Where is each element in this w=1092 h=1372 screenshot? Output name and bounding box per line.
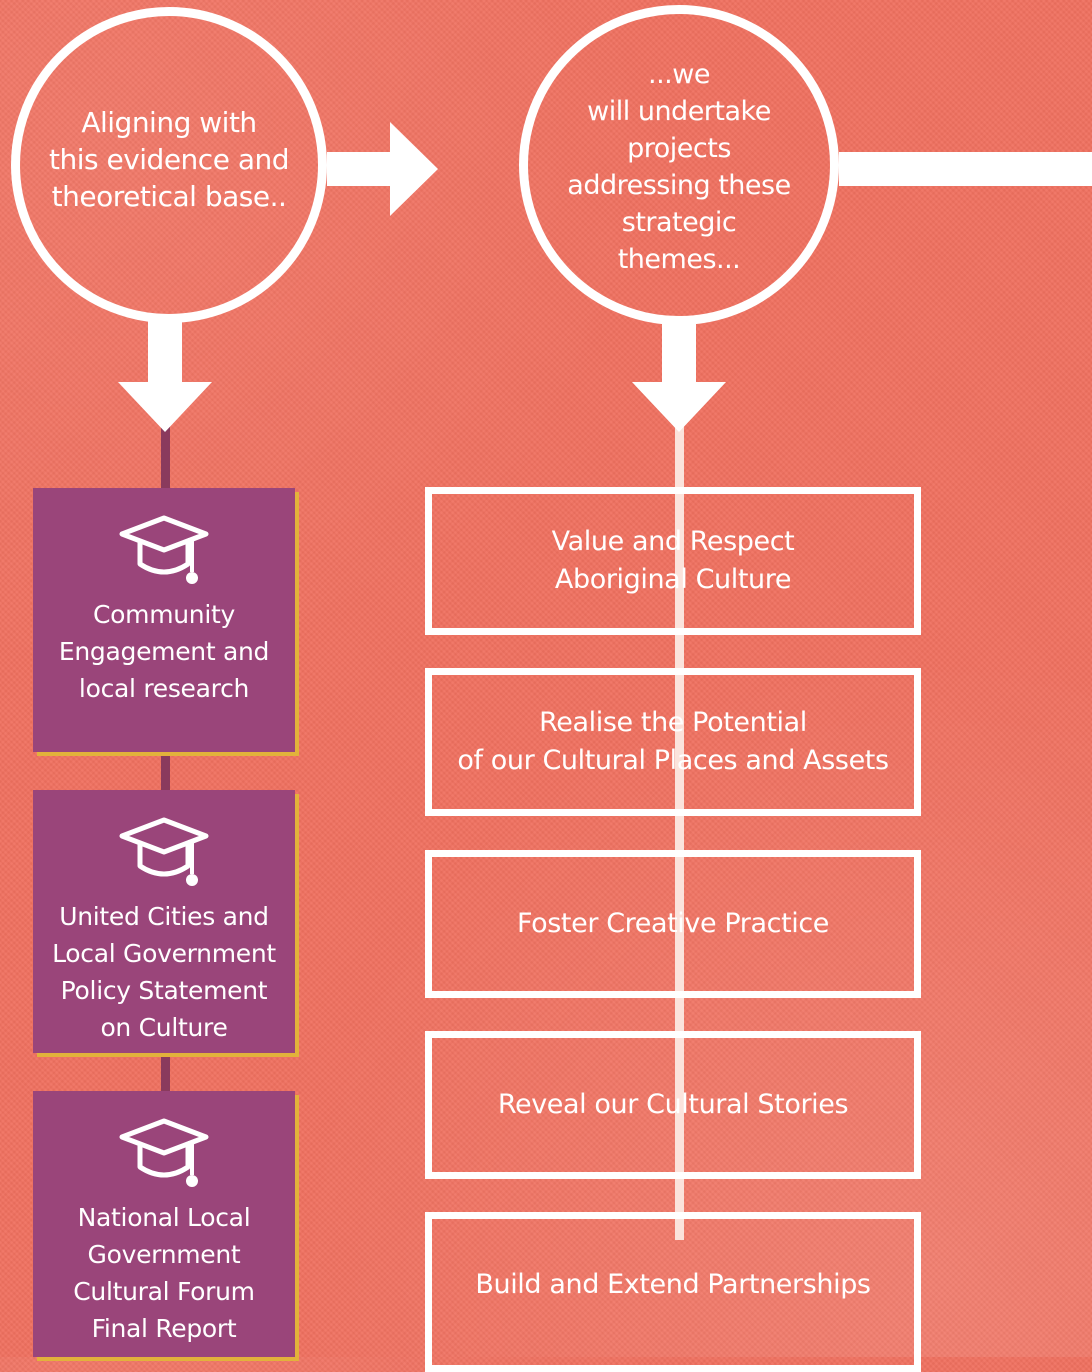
source-card-national-forum: National Local Government Cultural Forum… xyxy=(33,1091,295,1357)
theme-cultural-stories: Reveal our Cultural Stories xyxy=(425,1031,921,1179)
graduation-cap-icon xyxy=(119,817,209,886)
theme-text: Foster Creative Practice xyxy=(516,908,830,939)
projects-circle-text: ...we will undertake projects addressing… xyxy=(567,59,791,275)
source-text: United Cities and Local Government Polic… xyxy=(52,902,276,1042)
projects-circle: ...we will undertake projects addressing… xyxy=(519,5,839,325)
arrow-down-icon xyxy=(632,322,726,432)
arrow-right-icon xyxy=(327,122,438,216)
evidence-circle: Aligning with this evidence and theoreti… xyxy=(11,7,327,323)
theme-partnerships: Build and Extend Partnerships xyxy=(425,1212,921,1372)
graduation-cap-icon xyxy=(119,515,209,584)
graduation-cap-icon xyxy=(119,1118,209,1187)
continuation-line xyxy=(839,152,1092,186)
theme-cultural-places: Realise the Potential of our Cultural Pl… xyxy=(425,668,921,816)
theme-text: Value and Respect Aboriginal Culture xyxy=(551,526,795,595)
theme-text: Realise the Potential of our Cultural Pl… xyxy=(457,707,889,776)
source-text: Community Engagement and local research xyxy=(58,600,270,703)
theme-text: Reveal our Cultural Stories xyxy=(497,1089,849,1120)
theme-text: Build and Extend Partnerships xyxy=(475,1269,871,1300)
evidence-circle-text: Aligning with this evidence and theoreti… xyxy=(48,105,290,213)
source-card-united-cities: United Cities and Local Government Polic… xyxy=(33,790,295,1053)
theme-aboriginal-culture: Value and Respect Aboriginal Culture xyxy=(425,487,921,635)
source-card-community-engagement: Community Engagement and local research xyxy=(33,488,295,752)
theme-creative-practice: Foster Creative Practice xyxy=(425,850,921,998)
source-text: National Local Government Cultural Forum… xyxy=(73,1203,255,1343)
arrow-down-icon xyxy=(118,320,212,432)
